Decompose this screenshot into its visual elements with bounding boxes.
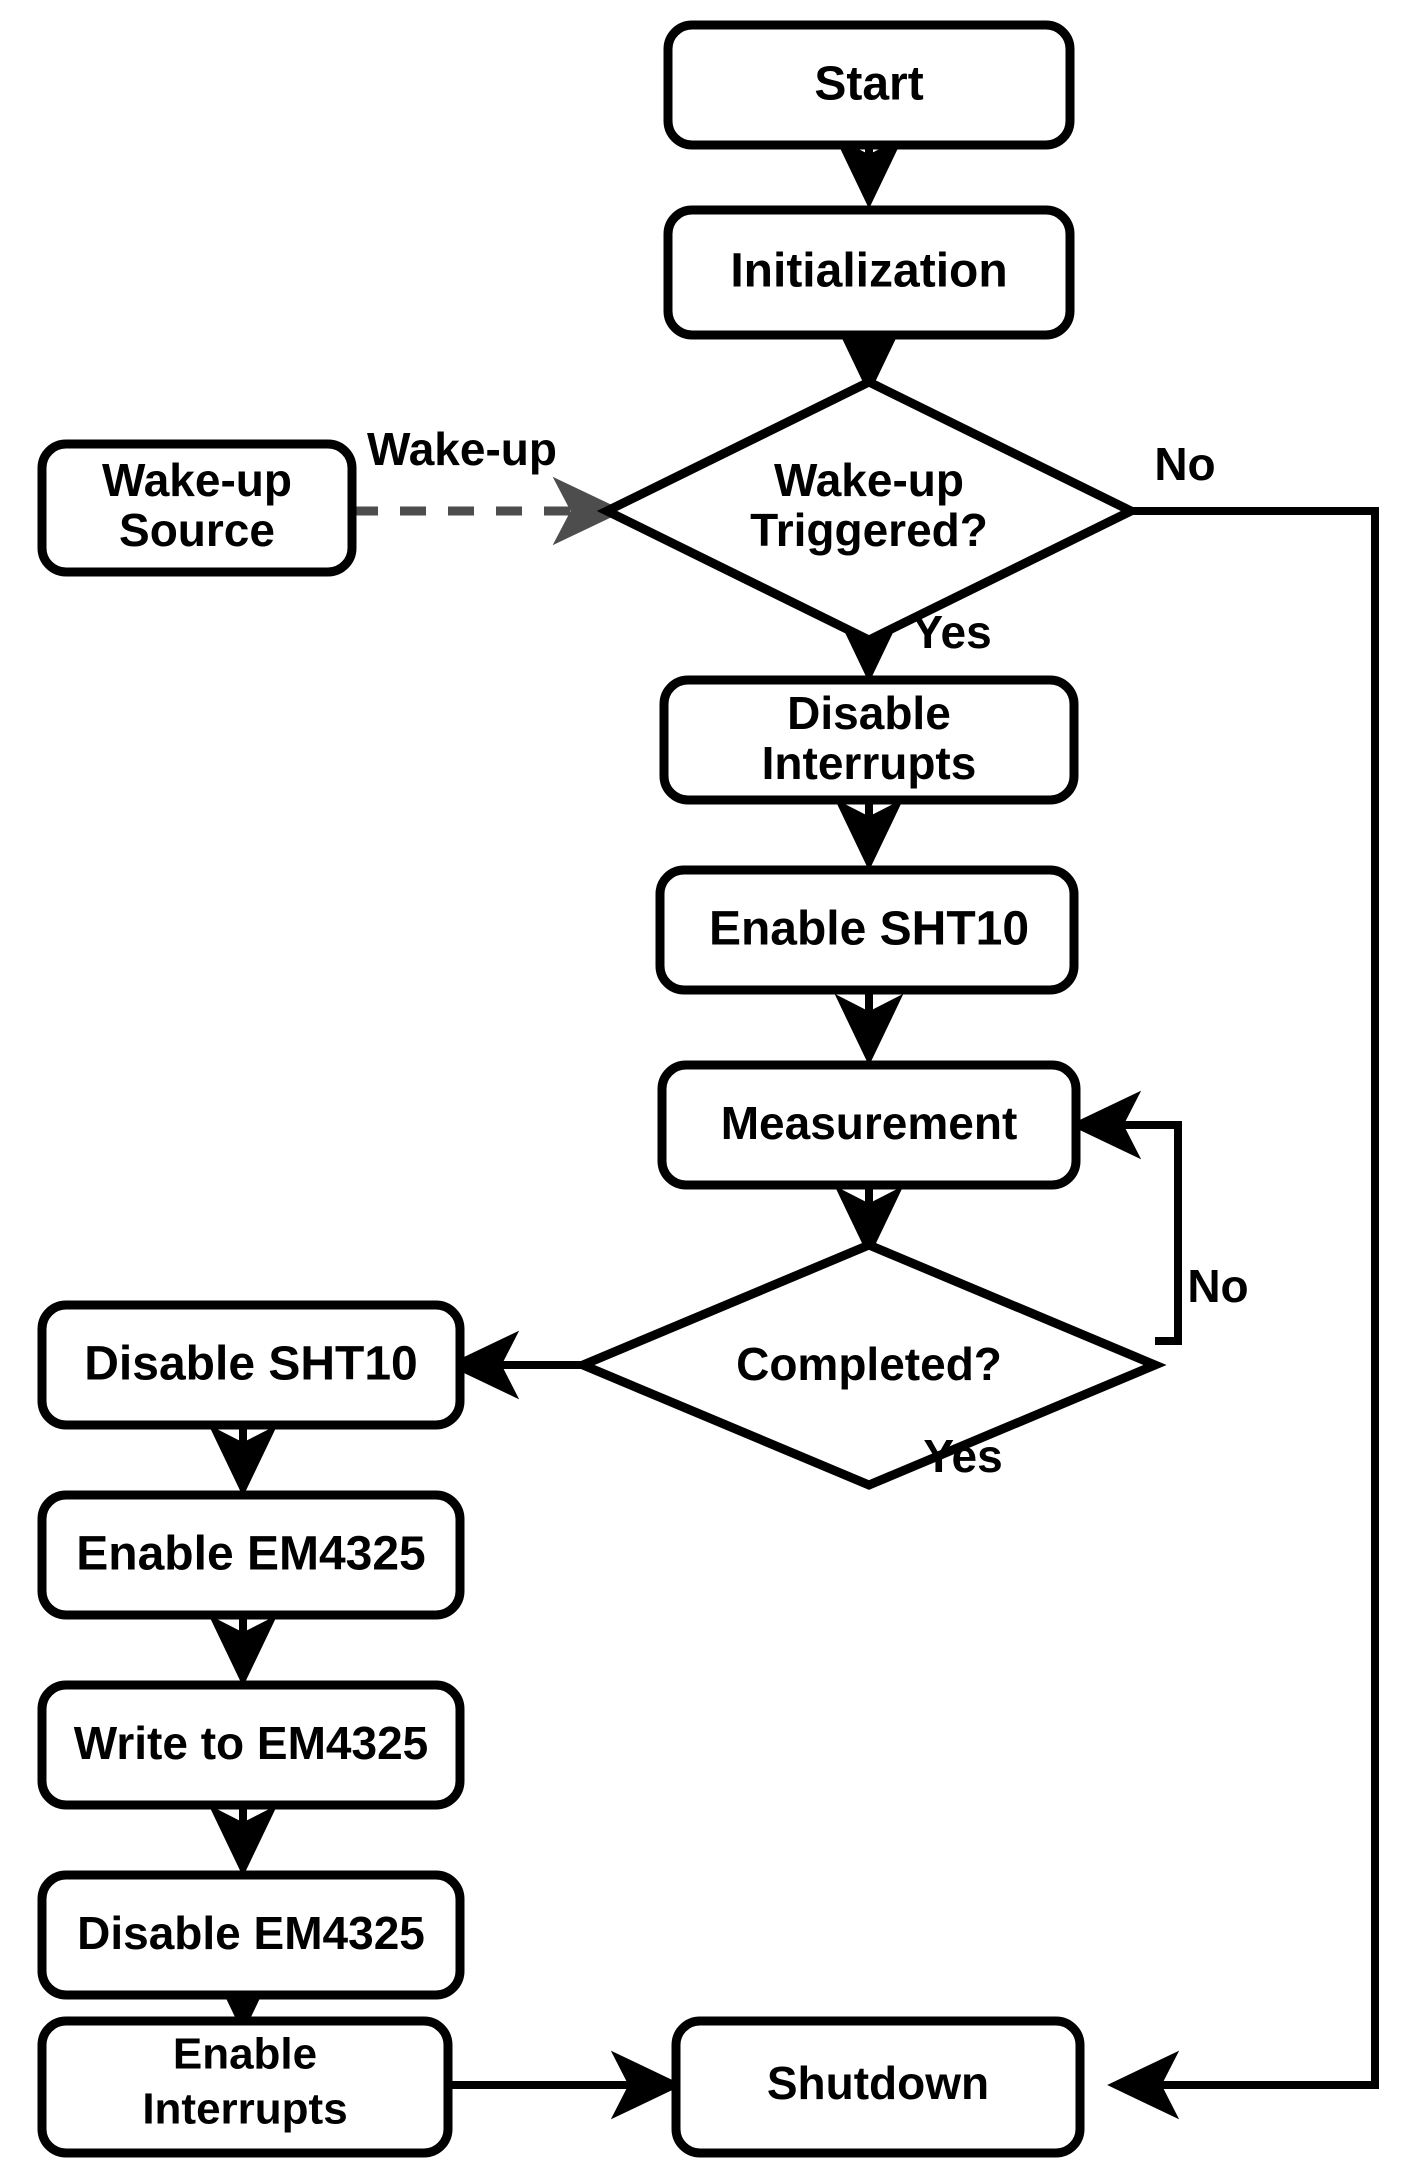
edge-label-completed-no: No (1187, 1260, 1248, 1312)
node-completed-shape (571, 1240, 1167, 1490)
node-start[interactable]: Start (663, 20, 1075, 150)
node-wakeup-triggered-label-line2: Triggered? (750, 504, 988, 556)
node-start-shape (663, 20, 1075, 150)
edge-completed-no-to-measurement (1069, 1090, 1182, 1345)
node-measurement[interactable]: Measurement (657, 1060, 1081, 1190)
node-wakeup-triggered-label-line1: Wake-up (774, 454, 964, 506)
edge-label-completed-yes: Yes (923, 1430, 1002, 1482)
node-disable-em4325[interactable]: Disable EM4325 (37, 1870, 465, 2000)
node-enable-em4325[interactable]: Enable EM4325 (37, 1490, 465, 1620)
edge-label-wakeup-yes: Yes (912, 606, 991, 658)
node-disable-em4325-label: Disable EM4325 (77, 1907, 425, 1959)
node-initialization-label: Initialization (730, 245, 1007, 298)
node-enable-em4325-label: Enable EM4325 (76, 1528, 426, 1581)
node-disable-sht10-shape (37, 1300, 465, 1430)
node-write-to-em4325-shape (37, 1680, 465, 1810)
node-disable-interrupts-label-line2: Interrupts (762, 737, 977, 789)
node-disable-sht10-label: Disable SHT10 (84, 1338, 417, 1391)
node-write-to-em4325[interactable]: Write to EM4325 (37, 1680, 465, 1810)
node-completed[interactable]: Completed? (571, 1240, 1167, 1490)
node-initialization-shape (663, 205, 1075, 340)
node-wakeup-source-label-line1: Wake-up (102, 454, 292, 506)
node-wakeup-source[interactable]: Wake-up Source (37, 439, 357, 577)
node-start-label: Start (814, 58, 923, 111)
node-wakeup-triggered[interactable]: Wake-up Triggered? (596, 376, 1142, 646)
node-initialization[interactable]: Initialization (663, 205, 1075, 340)
node-enable-em4325-shape (37, 1490, 465, 1620)
edge-label-wakeup: Wake-up (367, 423, 557, 475)
node-disable-interrupts-label-line1: Disable (787, 687, 951, 739)
node-write-to-em4325-label: Write to EM4325 (74, 1717, 428, 1769)
node-shutdown-shape (671, 2016, 1085, 2158)
node-measurement-label: Measurement (721, 1097, 1018, 1149)
node-enable-sht10-label: Enable SHT10 (709, 903, 1029, 956)
node-enable-interrupts-label-line1: Enable (173, 2030, 317, 2079)
node-disable-em4325-shape (37, 1870, 465, 2000)
node-shutdown[interactable]: Shutdown (671, 2016, 1085, 2158)
edge-wakeup-triggered-no-to-shutdown (1107, 507, 1379, 2120)
node-enable-interrupts-shape (37, 2016, 453, 2158)
node-enable-interrupts[interactable]: Enable Interrupts (37, 2016, 453, 2158)
node-shutdown-label: Shutdown (767, 2057, 989, 2109)
node-wakeup-triggered-shape (596, 376, 1142, 646)
node-measurement-shape (657, 1060, 1081, 1190)
node-enable-interrupts-label-line2: Interrupts (142, 2085, 347, 2134)
node-wakeup-source-shape (37, 439, 357, 577)
node-enable-sht10-shape (655, 865, 1079, 995)
node-disable-interrupts-shape (659, 675, 1079, 805)
node-wakeup-source-label-line2: Source (119, 504, 275, 556)
node-disable-sht10[interactable]: Disable SHT10 (37, 1300, 465, 1430)
node-enable-sht10[interactable]: Enable SHT10 (655, 865, 1079, 995)
edge-label-wakeup-no: No (1154, 438, 1215, 490)
node-completed-label: Completed? (736, 1338, 1002, 1390)
node-disable-interrupts[interactable]: Disable Interrupts (659, 675, 1079, 805)
